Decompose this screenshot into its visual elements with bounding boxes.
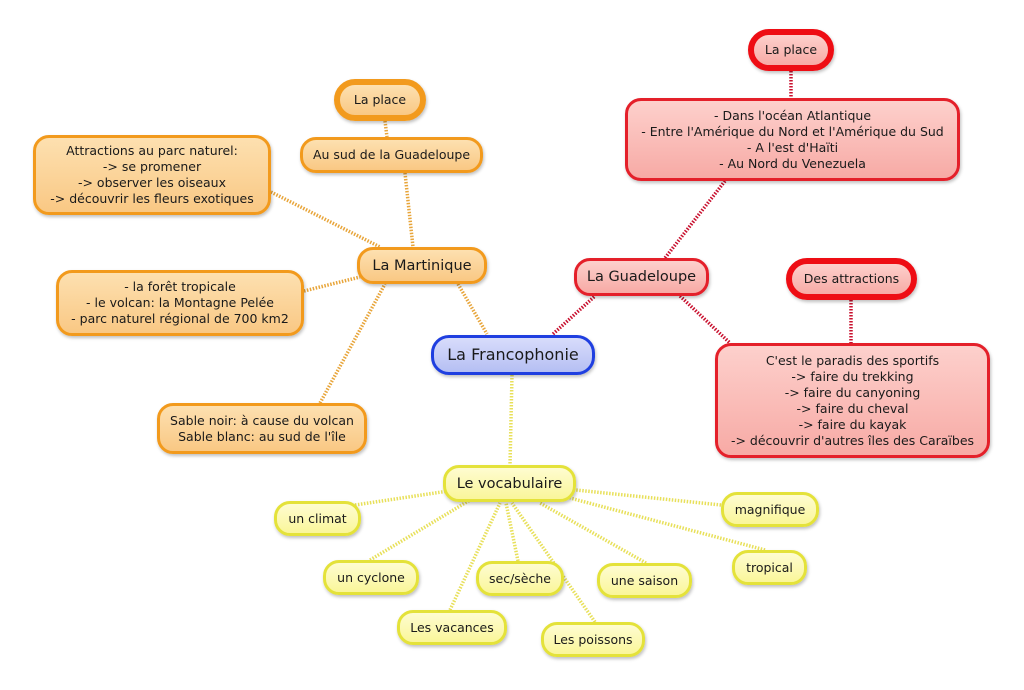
vocab-word[interactable]: une saison	[597, 563, 692, 598]
guadeloupe-place-detail[interactable]: - Dans l'océan Atlantique - Entre l'Amér…	[625, 98, 960, 181]
vocab-word[interactable]: un cyclone	[323, 560, 419, 595]
vocab-word[interactable]: Les vacances	[397, 610, 507, 645]
connector-line	[663, 179, 727, 260]
guadeloupe-node[interactable]: La Guadeloupe	[574, 258, 709, 296]
connector-line	[369, 498, 471, 562]
connector-line	[539, 501, 647, 565]
vocab-word[interactable]: un climat	[274, 501, 361, 536]
vocab-word[interactable]: Les poissons	[541, 622, 645, 657]
connector-line	[551, 294, 597, 336]
connector-line	[303, 275, 361, 293]
martinique-place-title[interactable]: La place	[334, 79, 426, 121]
vocabulaire-node[interactable]: Le vocabulaire	[443, 465, 576, 502]
connector-line	[403, 172, 415, 248]
connector-line	[508, 374, 514, 466]
guadeloupe-place-title[interactable]: La place	[748, 29, 834, 71]
connector-line	[569, 496, 766, 552]
martinique-attractions[interactable]: Attractions au parc naturel: -> se prome…	[33, 135, 271, 215]
vocab-word[interactable]: tropical	[732, 550, 807, 585]
connector-line	[383, 120, 389, 138]
vocab-word[interactable]: magnifique	[721, 492, 819, 527]
guadeloupe-attractions-title[interactable]: Des attractions	[786, 258, 917, 300]
martinique-place-detail[interactable]: Au sud de la Guadeloupe	[300, 137, 483, 173]
connector-line	[318, 283, 387, 404]
connector-line	[354, 488, 456, 507]
connector-line	[678, 294, 732, 345]
connector-line	[575, 488, 722, 507]
martinique-node[interactable]: La Martinique	[357, 247, 487, 284]
martinique-nature[interactable]: - la forêt tropicale - le volcan: la Mon…	[56, 270, 304, 336]
martinique-sable[interactable]: Sable noir: à cause du volcan Sable blan…	[157, 403, 367, 454]
vocab-word[interactable]: sec/sèche	[476, 561, 564, 596]
connector-line	[504, 502, 520, 562]
central-topic[interactable]: La Francophonie	[431, 335, 595, 375]
connector-line	[456, 283, 489, 335]
guadeloupe-attractions-detail[interactable]: C'est le paradis des sportifs -> faire d…	[715, 343, 990, 458]
connector-line	[270, 190, 381, 249]
